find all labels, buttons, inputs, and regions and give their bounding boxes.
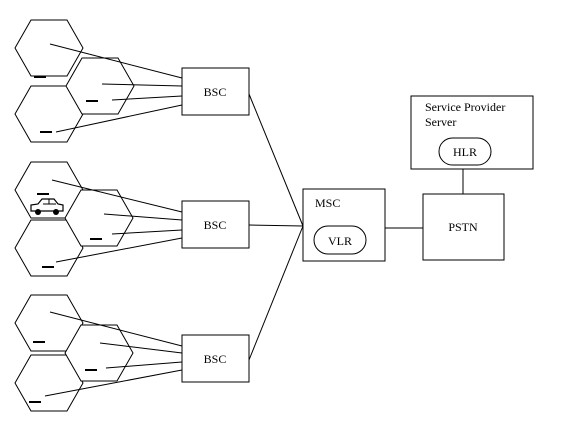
- cell-hexagon: [14, 19, 84, 77]
- link-line: [51, 179, 183, 213]
- link-line: [105, 361, 183, 369]
- server-label-line2: Server: [425, 115, 456, 129]
- bsc-label: BSC: [204, 352, 227, 366]
- link-line: [44, 369, 183, 397]
- bsc-label: BSC: [204, 85, 227, 99]
- link-line: [49, 43, 183, 79]
- link-line: [99, 342, 183, 354]
- cell-cluster-1: [14, 19, 183, 143]
- link-line: [55, 104, 183, 133]
- server-label-line1: Service Provider: [425, 100, 505, 114]
- link-line: [111, 95, 183, 101]
- link-line: [49, 311, 183, 347]
- pstn-node: PSTN: [422, 193, 505, 261]
- car-icon: [30, 198, 64, 215]
- msc-label: MSC: [315, 196, 340, 210]
- link-line: [101, 83, 183, 87]
- service-provider-server-node: Service Provider Server HLR: [410, 95, 534, 170]
- msc-node: MSC VLR: [302, 188, 386, 262]
- cell-hexagon: [64, 189, 134, 247]
- link-line: [103, 213, 183, 221]
- link-line: [248, 225, 304, 361]
- vlr-label: VLR: [328, 234, 352, 248]
- link-line: [248, 224, 304, 227]
- link-line: [55, 237, 183, 263]
- vlr-node: [313, 225, 367, 255]
- link-line: [248, 93, 304, 227]
- hlr-node: [438, 137, 492, 166]
- cell-cluster-3: [14, 294, 183, 412]
- pstn-label: PSTN: [448, 220, 478, 234]
- hlr-label: HLR: [453, 145, 477, 159]
- link-line: [111, 229, 183, 235]
- bsc-label: BSC: [204, 218, 227, 232]
- cell-cluster-2: [14, 157, 183, 277]
- bsc-node: BSC: [181, 200, 250, 249]
- bsc-node: BSC: [181, 67, 250, 116]
- bsc-node: BSC: [181, 334, 250, 383]
